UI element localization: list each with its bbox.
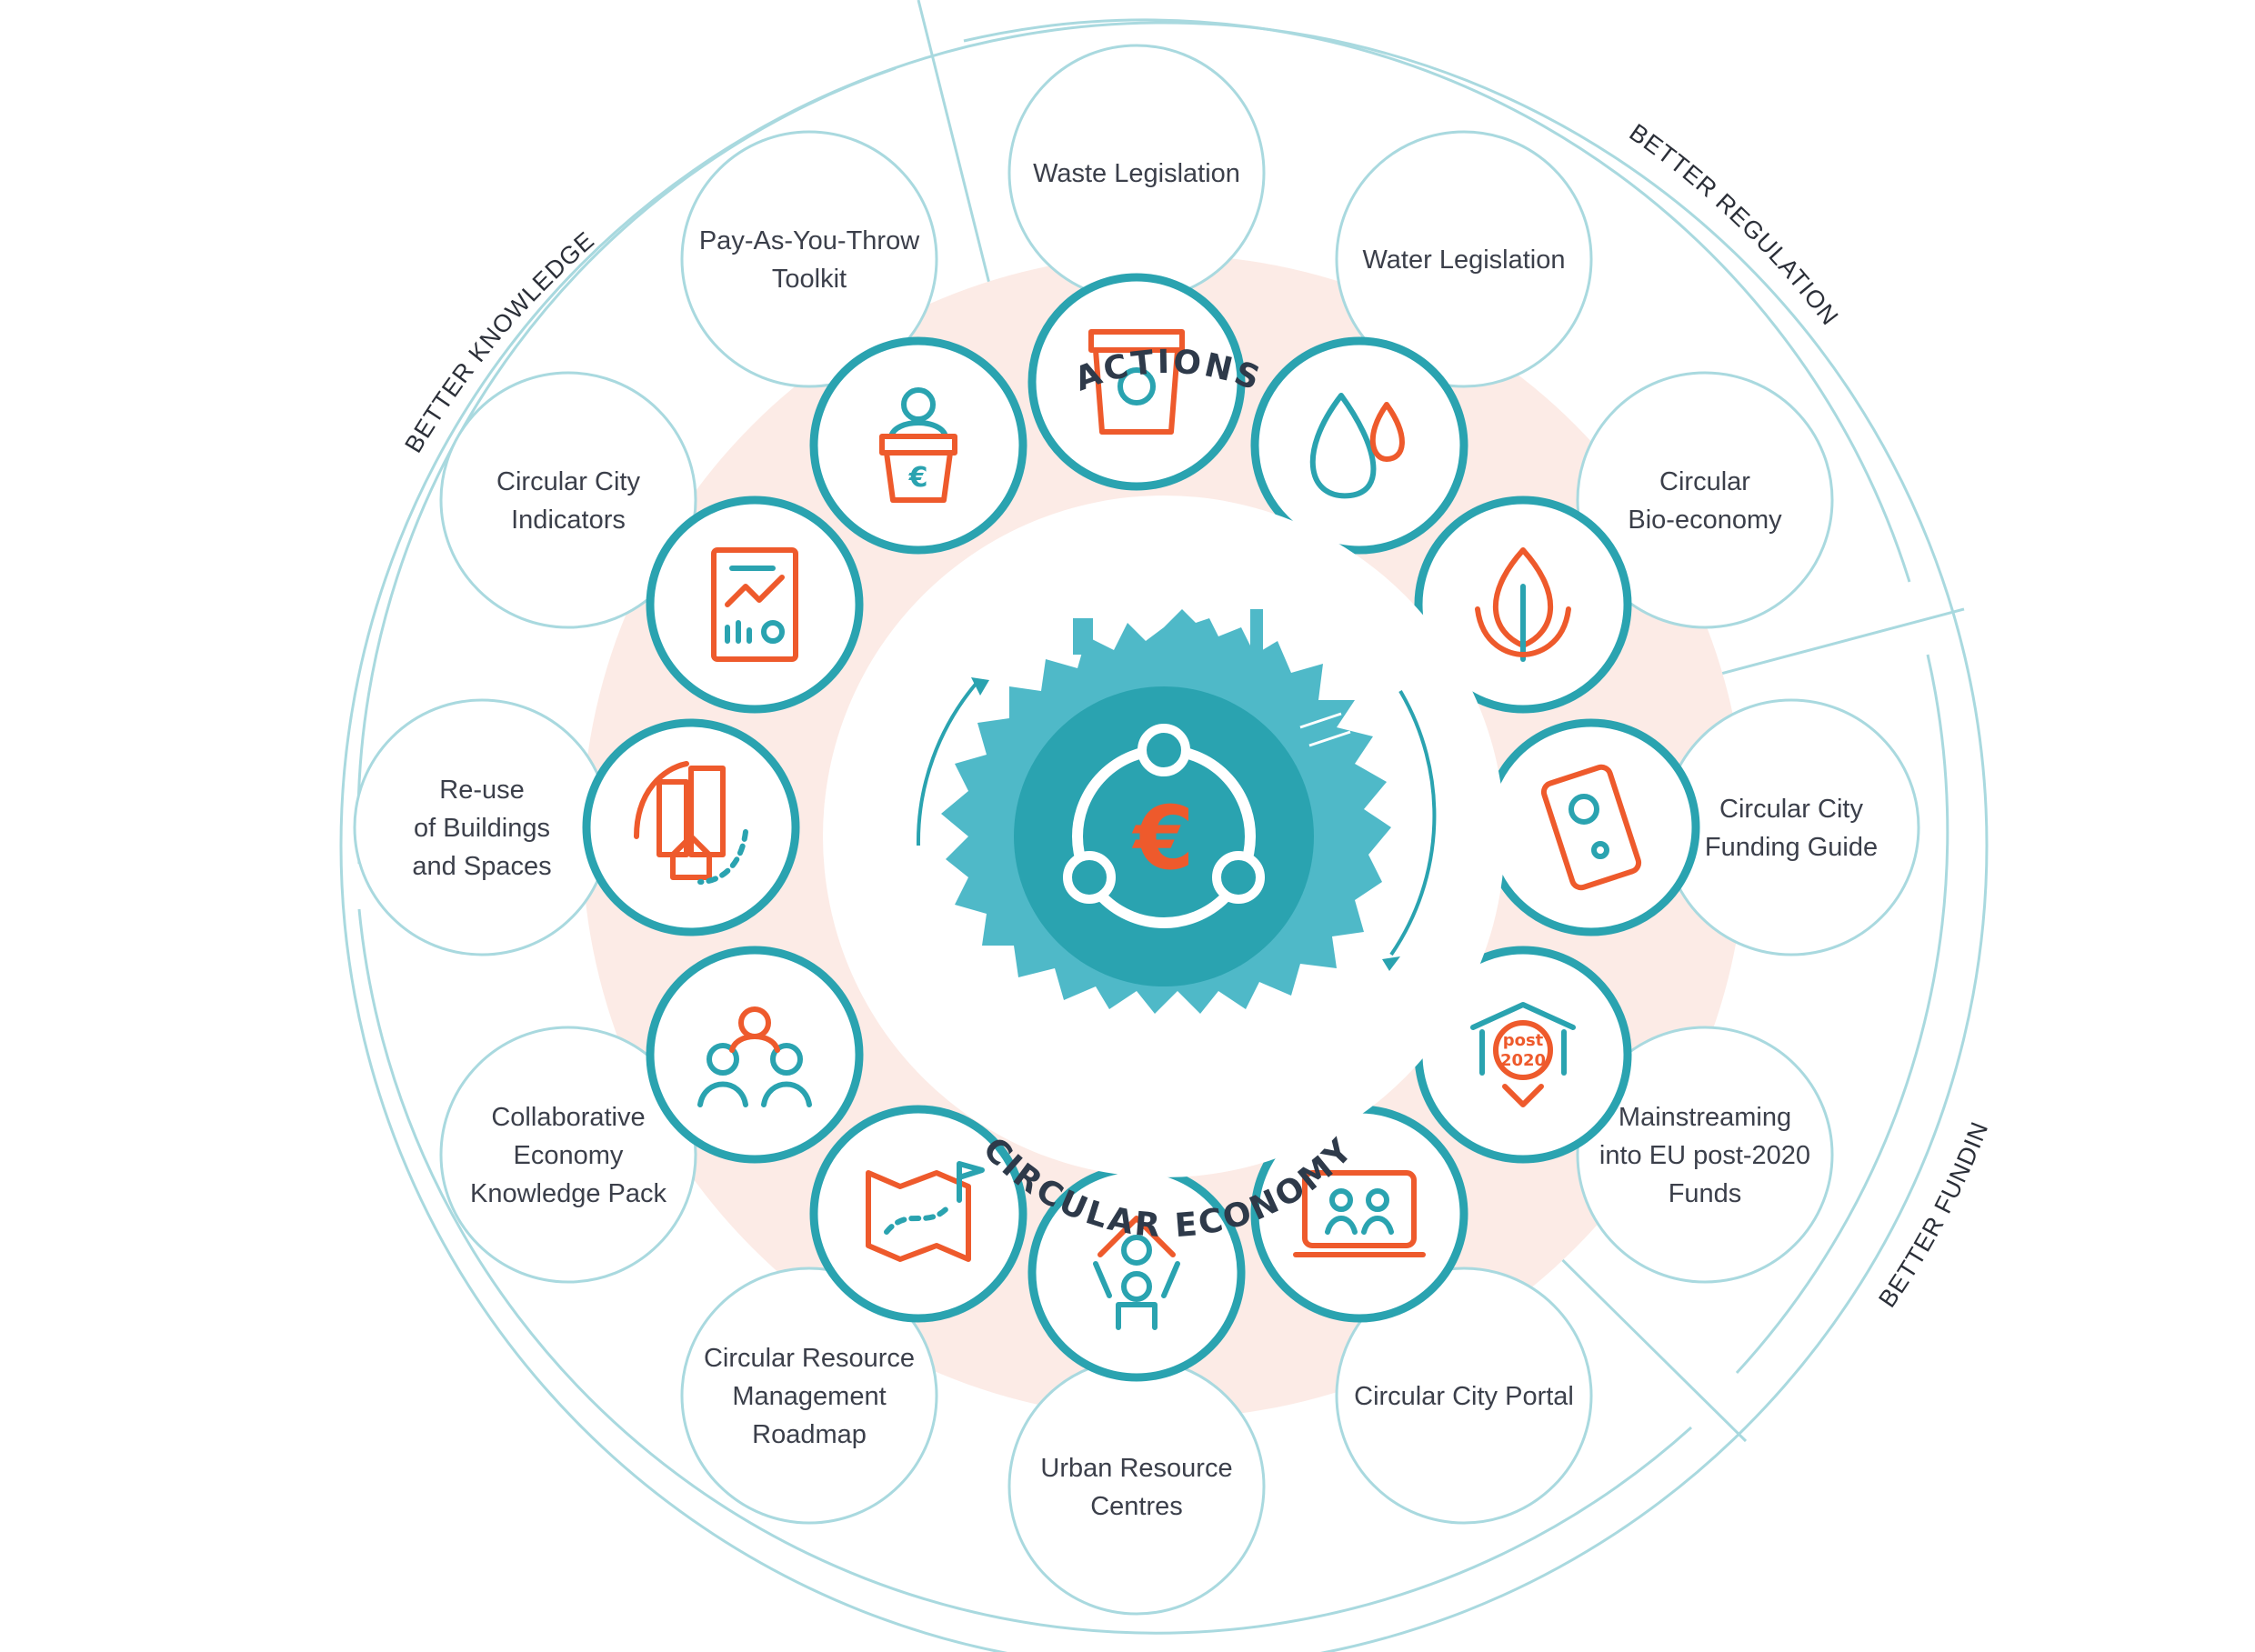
action-label-line: of Buildings — [414, 814, 550, 843]
knowledge-arc — [356, 66, 897, 865]
action-icon-reuse — [582, 718, 800, 936]
action-label-line: Circular City — [1719, 795, 1863, 824]
regulation-arc — [963, 18, 1911, 583]
icon-circle — [1482, 718, 1700, 936]
action-label-line: Economy — [514, 1141, 624, 1170]
action-icon-bioeconomy — [1414, 496, 1632, 714]
action-label-line: Re-use — [439, 776, 525, 805]
action-label-line: Funding Guide — [1705, 833, 1878, 862]
icon-circle — [809, 336, 1027, 555]
action-icon-collab — [646, 946, 864, 1164]
action-label-line: Circular City — [496, 467, 640, 496]
action-label-line: Urban Resource — [1040, 1454, 1232, 1483]
sector-label-regulation: BETTER REGULATION — [1625, 118, 1844, 330]
action-label-line: Circular City Portal — [1354, 1382, 1574, 1411]
map-flag-icon — [866, 1161, 985, 1262]
action-label-line: Circular — [1659, 467, 1750, 496]
icon-circle — [1250, 336, 1468, 555]
action-label-water: Water Legislation — [1335, 130, 1593, 388]
action-label-line: Funds — [1669, 1179, 1742, 1208]
action-label-reuse: Re-use of Buildings and Spaces — [353, 698, 611, 956]
people-group-icon — [697, 1006, 812, 1107]
water-drops-icon — [1309, 393, 1405, 499]
action-label-waste: Waste Legislation — [1007, 44, 1266, 302]
label-circle — [1576, 371, 1834, 629]
euro-mark: € — [908, 462, 928, 494]
bottom-arc — [357, 908, 1693, 1635]
action-icon-portal — [1250, 1105, 1468, 1323]
action-label-line: Circular Resource — [704, 1344, 915, 1373]
label-circle — [680, 130, 938, 388]
action-label-line: Bio-economy — [1628, 506, 1782, 535]
label-circle — [1335, 1267, 1593, 1525]
action-icon-funding-guide — [1482, 718, 1700, 936]
label-circle — [1576, 1026, 1834, 1284]
icon-circle — [809, 1105, 1027, 1323]
label-circle — [439, 371, 697, 629]
label-circle — [1007, 1357, 1266, 1616]
action-label-line: Management — [732, 1382, 886, 1411]
euro-network-icon: € — [1063, 724, 1265, 928]
label-circle — [680, 1267, 938, 1525]
action-icon-roadmap — [809, 1105, 1027, 1323]
action-label-line: Mainstreaming — [1619, 1103, 1791, 1132]
funding-arc — [1735, 654, 1949, 1375]
chart-clipboard-icon — [711, 547, 798, 662]
center-teal-disc — [1014, 686, 1314, 986]
action-label-portal: Circular City Portal — [1335, 1267, 1593, 1525]
right-arrow-arc — [1389, 689, 1437, 956]
action-label-line: Toolkit — [772, 265, 847, 294]
post-2020-icon-text: 2020 — [1500, 1051, 1546, 1070]
action-icon-indicators — [646, 496, 864, 714]
action-label-line: Knowledge Pack — [470, 1179, 667, 1208]
person-house-recycle-icon — [1093, 1216, 1180, 1330]
label-circle — [1335, 130, 1593, 388]
icon-circle — [646, 496, 864, 714]
action-label-line: Indicators — [511, 506, 626, 535]
icon-circle — [646, 946, 864, 1164]
action-label-line: Waste Legislation — [1033, 159, 1240, 188]
outer-ring — [339, 21, 1989, 1652]
action-label-line: and Spaces — [412, 852, 551, 881]
right-arrow-head — [1382, 956, 1400, 971]
action-label-line: Water Legislation — [1363, 245, 1566, 275]
leaf-icon — [1475, 547, 1571, 662]
action-label-line: Centres — [1090, 1492, 1183, 1521]
icon-circle — [1027, 273, 1246, 491]
buildings-cycle-icon — [634, 761, 748, 885]
action-label-line: into EU post-2020 — [1599, 1141, 1810, 1170]
waste-bin-icon — [1088, 329, 1185, 435]
left-arrow-arc — [916, 680, 979, 846]
action-icon-waste — [1027, 273, 1246, 491]
action-icon-water — [1250, 336, 1468, 555]
action-label-line: Roadmap — [752, 1420, 867, 1449]
left-arrow-head — [971, 677, 989, 696]
action-label-line: Collaborative — [491, 1103, 645, 1132]
euro-symbol: € — [1132, 787, 1195, 889]
post-2020-icon-text: post — [1503, 1031, 1544, 1050]
action-label-line: Pay-As-You-Throw — [699, 226, 920, 255]
action-icon-payt: € — [809, 336, 1027, 555]
laptop-people-icon — [1293, 1170, 1426, 1257]
label-circle — [439, 1026, 697, 1284]
smartphone-euro-icon — [1540, 764, 1642, 891]
person-euro-bin-icon: € — [879, 387, 957, 503]
label-circle — [1662, 698, 1920, 956]
